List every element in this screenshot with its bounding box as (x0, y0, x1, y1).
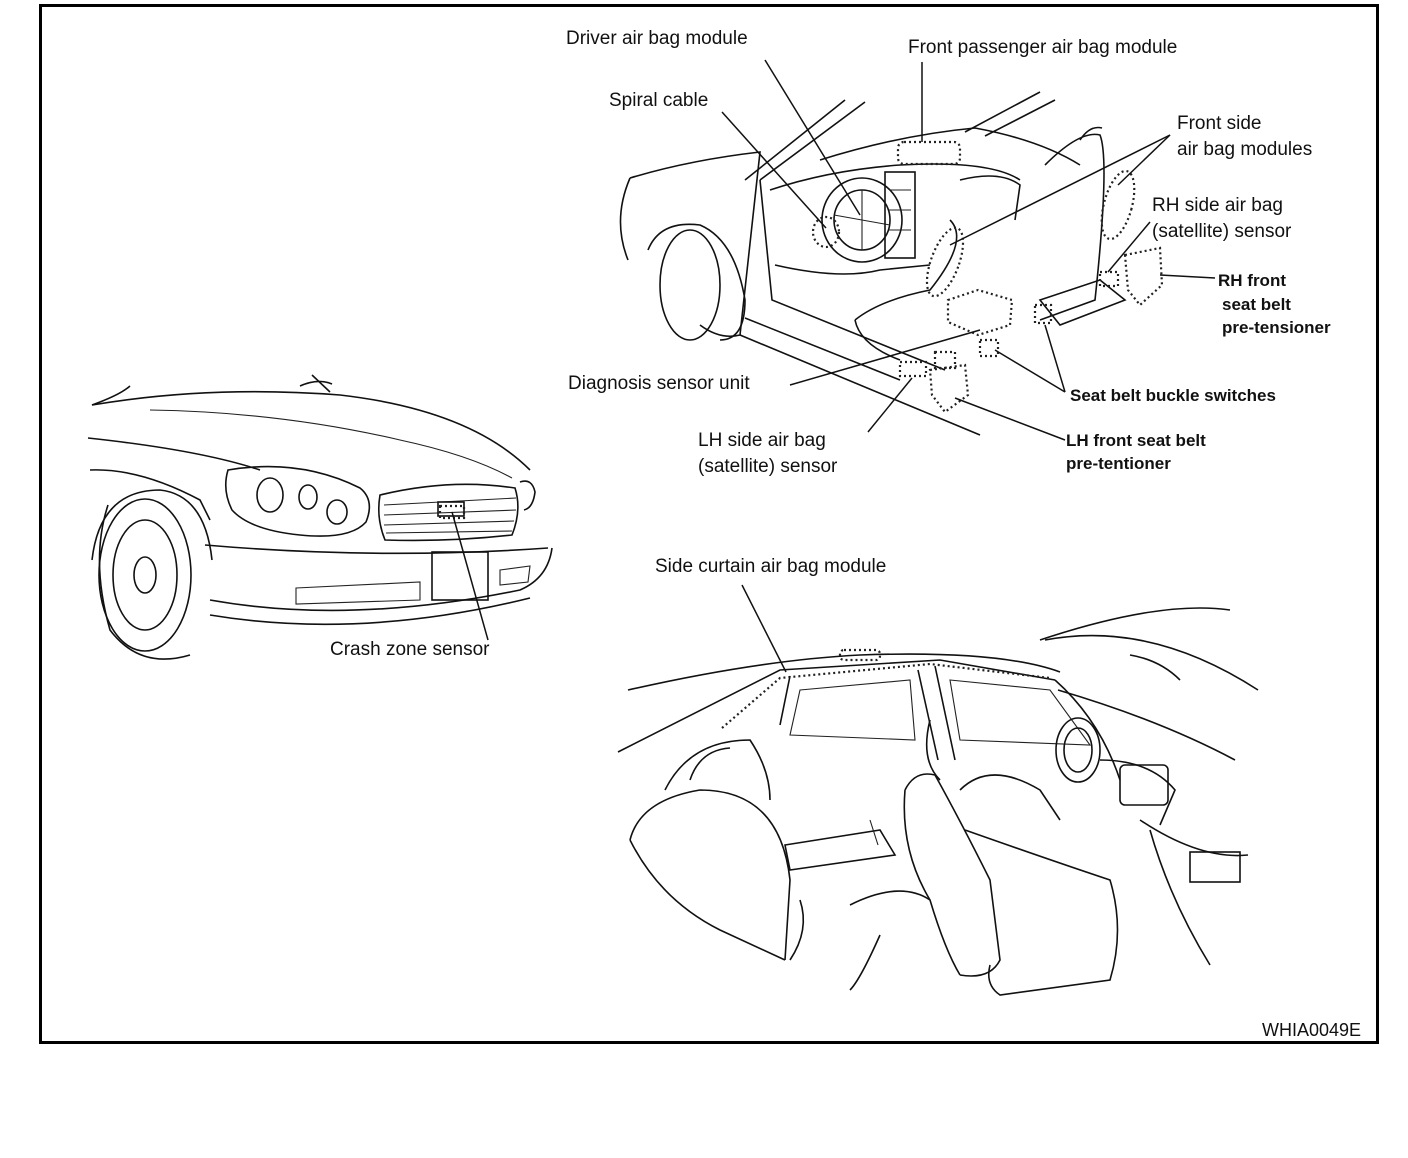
label-rh-side-sensor-line2: (satellite) sensor (1152, 221, 1292, 242)
figure-frame (39, 4, 1379, 1044)
label-crash-zone-sensor: Crash zone sensor (330, 639, 490, 660)
label-rh-side-sensor-line1: RH side air bag (1152, 195, 1283, 216)
label-seat-belt-buckle-switches: Seat belt buckle switches (1070, 386, 1276, 405)
label-side-curtain-air-bag-module: Side curtain air bag module (655, 556, 887, 577)
label-lh-pretensioner-line1: LH front seat belt (1066, 431, 1206, 450)
crash-zone-leader (451, 511, 489, 641)
label-diagnosis-sensor-unit: Diagnosis sensor unit (568, 373, 750, 394)
label-rh-pretensioner-line2: seat belt (1222, 295, 1291, 314)
label-spiral-cable: Spiral cable (609, 90, 709, 111)
label-front-side-air-bag-modules-line1: Front side (1177, 113, 1262, 134)
label-rh-pretensioner-line3: pre-tensioner (1222, 318, 1331, 337)
front-interior-view (619, 59, 1216, 441)
figure-code: WHIA0049E (1262, 1020, 1362, 1040)
label-lh-side-sensor-line1: LH side air bag (698, 430, 826, 451)
label-rh-pretensioner-line1: RH front (1218, 271, 1286, 290)
label-lh-side-sensor-line2: (satellite) sensor (698, 456, 838, 477)
car-front-view (87, 374, 553, 660)
label-driver-air-bag-module: Driver air bag module (566, 28, 748, 49)
cabin-view (617, 584, 1259, 996)
label-front-passenger-air-bag-module: Front passenger air bag module (908, 37, 1178, 58)
label-front-side-air-bag-modules-line2: air bag modules (1177, 139, 1313, 160)
label-lh-pretensioner-line2: pre-tentioner (1066, 454, 1171, 473)
